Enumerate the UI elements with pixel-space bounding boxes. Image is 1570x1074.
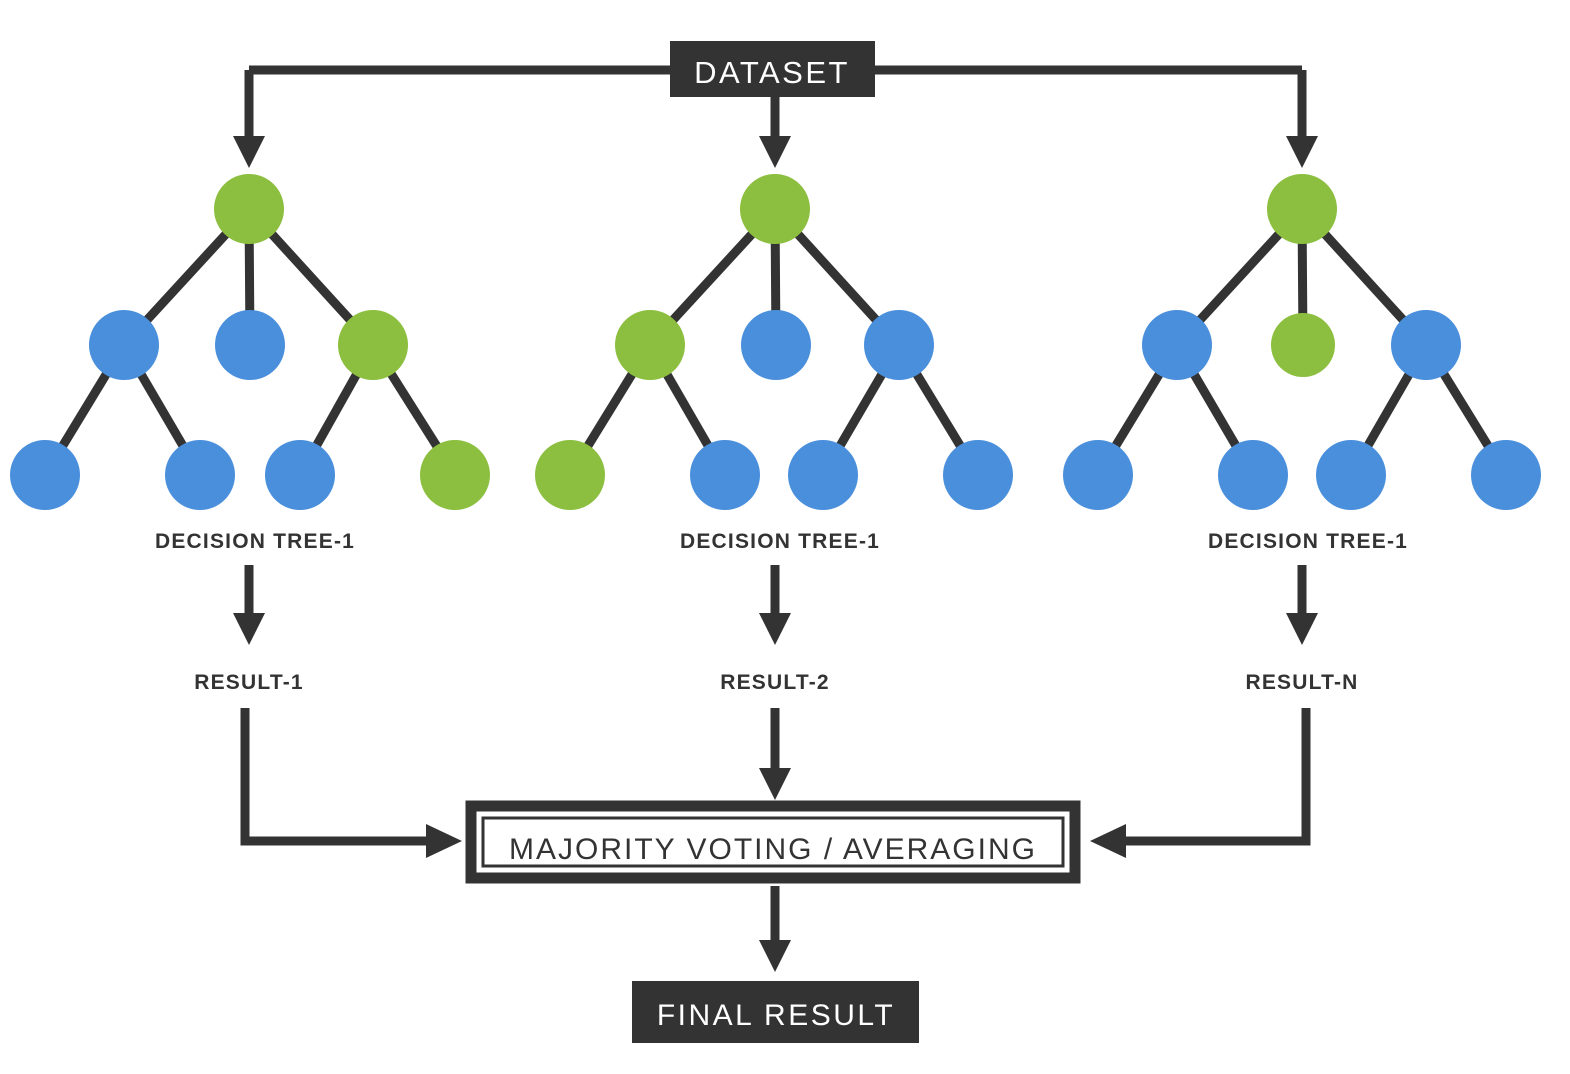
result-to-voting-connectors: [240, 708, 1311, 858]
decision-tree-1: [10, 174, 490, 510]
tree-node-blue[interactable]: [1142, 310, 1212, 380]
tree-node-green[interactable]: [338, 310, 408, 380]
result-label-1: RESULT-1: [194, 671, 304, 694]
tree-node-green[interactable]: [1271, 313, 1335, 377]
tree-node-blue[interactable]: [89, 310, 159, 380]
tree-node-blue[interactable]: [690, 440, 760, 510]
tree-caption-2: DECISION TREE-1: [680, 530, 880, 553]
tree-node-green[interactable]: [214, 174, 284, 244]
tree-node-blue[interactable]: [864, 310, 934, 380]
result-arrowhead-2: [759, 613, 791, 645]
arrowhead-down-left: [233, 136, 265, 168]
dataset-box[interactable]: DATASET: [670, 41, 875, 97]
tree-node-blue[interactable]: [10, 440, 80, 510]
tree-node-green[interactable]: [740, 174, 810, 244]
final-arrowhead: [759, 940, 791, 972]
decision-trees-layer: [10, 174, 1541, 510]
tree-caption-1: DECISION TREE-1: [155, 530, 355, 553]
tree-node-blue[interactable]: [1218, 440, 1288, 510]
voting-box-label: MAJORITY VOTING / AVERAGING: [509, 833, 1037, 866]
arrowhead-down-center: [759, 136, 791, 168]
tree-node-blue[interactable]: [1391, 310, 1461, 380]
tree-node-green[interactable]: [420, 440, 490, 510]
voting-arrowhead-center: [759, 768, 791, 800]
tree-2-nodes: [535, 174, 1013, 510]
final-result-box-bg: [632, 981, 919, 1043]
dataset-box-label: DATASET: [694, 55, 850, 90]
tree-3-nodes: [1063, 174, 1541, 510]
majority-voting-box[interactable]: MAJORITY VOTING / AVERAGING: [465, 800, 1081, 884]
tree-node-blue[interactable]: [165, 440, 235, 510]
dataset-box-bg: [670, 41, 875, 97]
tree-to-result-arrows: [233, 565, 1318, 645]
voting-connector-left: [240, 708, 430, 846]
final-result-box-label: FINAL RESULT: [657, 999, 895, 1032]
final-result-box[interactable]: FINAL RESULT: [632, 981, 919, 1043]
voting-to-final-arrow: [759, 886, 791, 972]
result-label-3: RESULT-N: [1245, 671, 1358, 694]
tree-node-blue[interactable]: [741, 310, 811, 380]
voting-arrowhead-right: [1090, 824, 1126, 858]
tree-node-blue[interactable]: [265, 440, 335, 510]
tree-node-blue[interactable]: [1316, 440, 1386, 510]
tree-caption-3: DECISION TREE-1: [1208, 530, 1408, 553]
decision-tree-2: [535, 174, 1013, 510]
decision-tree-3: [1063, 174, 1541, 510]
tree-node-green[interactable]: [1267, 174, 1337, 244]
tree-1-nodes: [10, 174, 490, 510]
tree-node-blue[interactable]: [788, 440, 858, 510]
tree-node-green[interactable]: [535, 440, 605, 510]
arrowhead-down-right: [1286, 136, 1318, 168]
tree-node-blue[interactable]: [1063, 440, 1133, 510]
result-label-2: RESULT-2: [720, 671, 830, 694]
voting-arrowhead-left: [426, 824, 462, 858]
tree-node-blue[interactable]: [943, 440, 1013, 510]
tree-node-blue[interactable]: [215, 310, 285, 380]
tree-node-blue[interactable]: [1471, 440, 1541, 510]
result-arrowhead-3: [1286, 613, 1318, 645]
voting-connector-right: [1122, 708, 1311, 846]
tree-node-green[interactable]: [615, 310, 685, 380]
voting-box-inner-border: [481, 816, 1065, 868]
result-arrowhead-1: [233, 613, 265, 645]
